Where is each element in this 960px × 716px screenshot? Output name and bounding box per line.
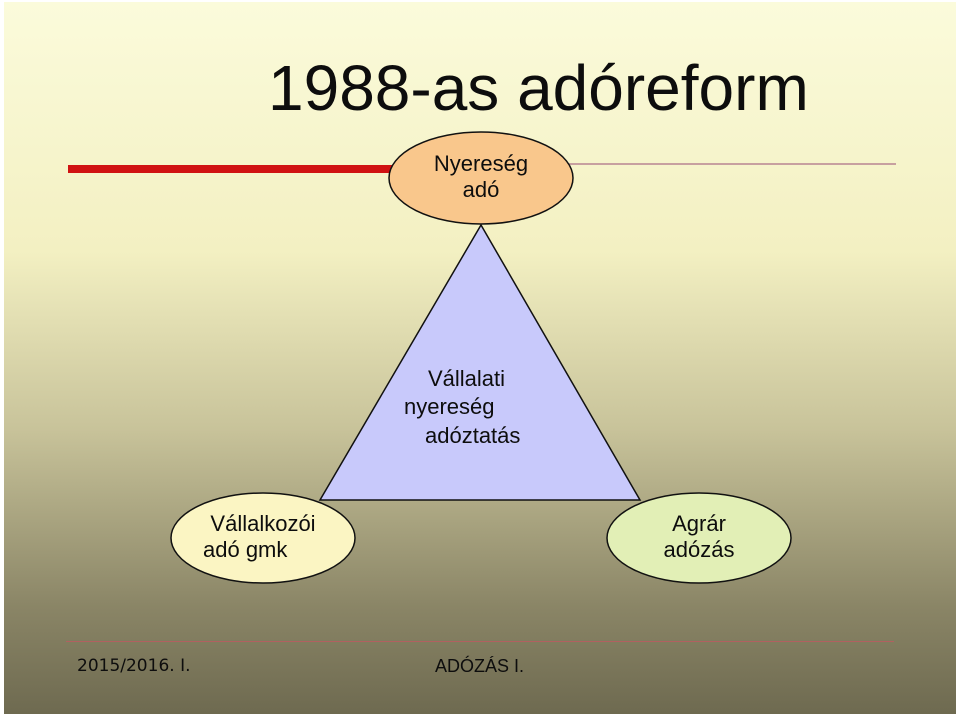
footer-date: 2015/2016. I. [77, 656, 191, 676]
footer-course: ADÓZÁS I. [435, 656, 525, 676]
left-node-label: Vállalkozói adó gmk [171, 511, 355, 564]
triangle-line3: adóztatás [425, 423, 521, 448]
top-node-label: Nyereség adó [389, 151, 573, 204]
right-node-line1: Agrár [672, 511, 726, 536]
top-node-line2: adó [462, 177, 500, 203]
left-node-ellipse [170, 492, 356, 584]
triangle-line2: nyereség [404, 394, 495, 419]
slide-title: 1988-as adóreform [268, 52, 809, 124]
title-divider-line [540, 163, 896, 165]
triangle-shape [318, 223, 642, 501]
left-node-line1: Vállalkozói [210, 511, 316, 536]
footer-divider-line [66, 641, 894, 642]
right-node-label: Agrár adózás [607, 511, 791, 564]
title-accent-bar [68, 165, 418, 173]
right-node-ellipse [606, 492, 792, 584]
triangle-line1: Vállalati [428, 366, 506, 391]
top-node-ellipse [388, 131, 574, 225]
top-node-line1: Nyereség [433, 151, 529, 176]
left-node-line2: adó gmk [203, 537, 288, 563]
right-node-line2: adózás [663, 537, 735, 563]
